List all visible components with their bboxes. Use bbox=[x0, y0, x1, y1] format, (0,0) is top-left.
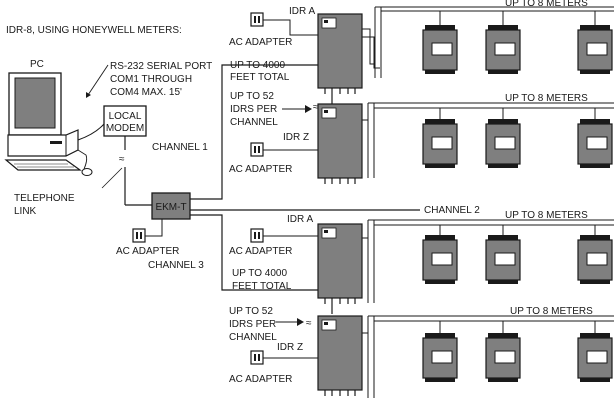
pc-computer-icon bbox=[4, 72, 93, 176]
idr-z-unit-top bbox=[317, 103, 363, 185]
idrs-line-3-bottom: CHANNEL bbox=[229, 332, 277, 343]
ekm-t-label: EKM-T bbox=[155, 202, 186, 213]
ac-adapter-icon-a-top bbox=[250, 12, 264, 27]
telephone-link-line-2: LINK bbox=[14, 206, 37, 217]
meter-icon-bottom-z-1 bbox=[422, 332, 458, 383]
ekm-ac-adapter-icon bbox=[132, 228, 146, 243]
idrs-line-2-bottom: IDRS PER bbox=[229, 319, 276, 330]
idr-a-unit-top bbox=[317, 13, 363, 95]
serial-port-line-3: COM4 MAX. 15' bbox=[110, 87, 182, 98]
telephone-link-line-1: TELEPHONE bbox=[14, 193, 75, 204]
idr-a-label-top: IDR A bbox=[289, 6, 315, 17]
meter-icon-top-a-1 bbox=[422, 24, 458, 75]
idr-a-label-bottom: IDR A bbox=[287, 214, 313, 225]
distance-line-1-bottom: UP TO 4000 bbox=[232, 268, 287, 279]
idr-z-label-top: IDR Z bbox=[283, 132, 309, 143]
ekm-ac-adapter-label: AC ADAPTER bbox=[116, 246, 179, 257]
break-symbol-bottom: ≈ bbox=[306, 318, 312, 329]
channel-1-label: CHANNEL 1 bbox=[152, 142, 208, 153]
local-modem-line-1: LOCAL bbox=[109, 111, 142, 122]
distance-line-2-top: FEET TOTAL bbox=[230, 72, 290, 83]
meters-label-z-bottom: UP TO 8 METERS bbox=[510, 306, 593, 317]
local-modem-box bbox=[103, 105, 147, 137]
meter-icon-top-a-3 bbox=[577, 24, 613, 75]
ac-adapter-icon-z-bottom bbox=[250, 350, 264, 365]
distance-line-1-top: UP TO 4000 bbox=[230, 60, 285, 71]
meter-icon-bottom-z-3 bbox=[577, 332, 613, 383]
serial-port-line-1: RS-232 SERIAL PORT bbox=[110, 61, 212, 72]
meters-label-a-top: UP TO 8 METERS bbox=[505, 0, 588, 9]
meters-label-z-top: UP TO 8 METERS bbox=[505, 93, 588, 104]
ac-adapter-label-z-bottom: AC ADAPTER bbox=[229, 374, 292, 385]
channel-3-group: IDR A AC ADAPTER UP TO 4000 FEET TOTAL ≈… bbox=[229, 210, 614, 398]
meters-label-a-bottom: UP TO 8 METERS bbox=[505, 210, 588, 221]
meter-icon-bottom-a-2 bbox=[485, 234, 521, 285]
meter-icon-bottom-a-1 bbox=[422, 234, 458, 285]
diagram-title: IDR-8, USING HONEYWELL METERS: bbox=[6, 25, 182, 36]
idr-z-label-bottom: IDR Z bbox=[277, 342, 303, 353]
ac-adapter-label-z-top: AC ADAPTER bbox=[229, 164, 292, 175]
ac-adapter-icon-z-top bbox=[250, 142, 264, 157]
ac-adapter-label-a-top: AC ADAPTER bbox=[229, 37, 292, 48]
channel-3-label: CHANNEL 3 bbox=[148, 260, 204, 271]
meter-icon-top-z-1 bbox=[422, 118, 458, 169]
ekm-t-box bbox=[151, 192, 191, 220]
meter-icon-bottom-z-2 bbox=[485, 332, 521, 383]
break-symbol-top: ≈ bbox=[313, 102, 319, 113]
idrs-line-3-top: CHANNEL bbox=[230, 117, 278, 128]
channel-2-label: CHANNEL 2 bbox=[424, 205, 480, 216]
meter-icon-top-a-2 bbox=[485, 24, 521, 75]
distance-line-2-bottom: FEET TOTAL bbox=[232, 281, 292, 292]
channel-1-group: IDR A AC ADAPTER UP TO 4000 FEET TOTAL ≈… bbox=[229, 0, 614, 185]
idrs-line-2-top: IDRS PER bbox=[230, 104, 277, 115]
idrs-line-1-top: UP TO 52 bbox=[230, 91, 274, 102]
telephone-break-symbol-1: ≈ bbox=[119, 154, 125, 165]
local-modem-line-2: MODEM bbox=[106, 123, 144, 134]
ac-adapter-icon-a-bottom bbox=[250, 228, 264, 243]
ac-adapter-label-a-bottom: AC ADAPTER bbox=[229, 246, 292, 257]
meter-icon-top-z-2 bbox=[485, 118, 521, 169]
serial-port-line-2: COM1 THROUGH bbox=[110, 74, 192, 85]
idr-a-unit-bottom bbox=[317, 223, 363, 305]
pc-label: PC bbox=[30, 59, 44, 70]
idr-z-unit-bottom bbox=[317, 315, 363, 397]
meter-icon-bottom-a-3 bbox=[577, 234, 613, 285]
idrs-line-1-bottom: UP TO 52 bbox=[229, 306, 273, 317]
meter-icon-top-z-3 bbox=[577, 118, 613, 169]
